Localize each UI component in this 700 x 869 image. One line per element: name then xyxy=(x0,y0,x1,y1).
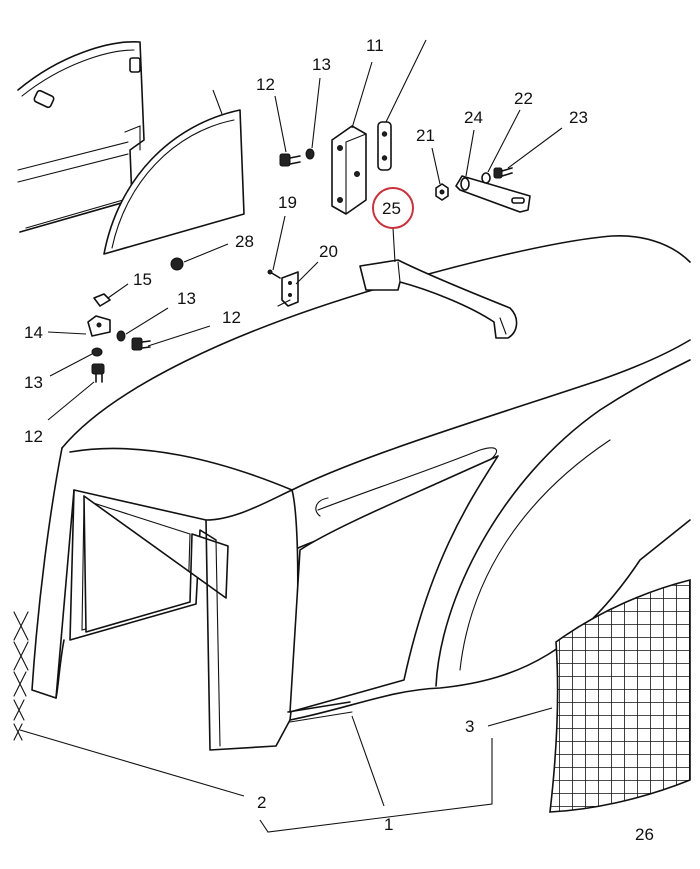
label-21: 21 xyxy=(416,126,435,145)
label-25: 25 xyxy=(382,199,401,218)
label-12-low: 12 xyxy=(24,427,43,446)
bolt-12-top xyxy=(279,153,301,167)
hinge-20 xyxy=(277,271,299,307)
side-window-panel xyxy=(103,109,245,255)
washer-13-low xyxy=(91,347,103,357)
latch-14 xyxy=(87,315,111,337)
label-26: 26 xyxy=(635,825,654,844)
label-22: 22 xyxy=(514,89,533,108)
screw-23 xyxy=(493,167,513,179)
cab-roof xyxy=(31,235,691,751)
plug-28 xyxy=(170,257,184,271)
bracket-11 xyxy=(331,125,367,215)
bolt-12-low xyxy=(91,363,105,383)
label-11: 11 xyxy=(366,36,384,55)
label-2: 2 xyxy=(257,793,266,812)
label-14: 14 xyxy=(24,323,43,342)
washer-13-mid xyxy=(116,330,126,342)
bolt-12-mid xyxy=(131,337,151,351)
label-13-low: 13 xyxy=(24,373,43,392)
label-20: 20 xyxy=(319,242,338,261)
washer-22 xyxy=(481,172,491,184)
label-15: 15 xyxy=(133,270,152,289)
leader-lines xyxy=(19,39,563,833)
label-28: 28 xyxy=(235,232,254,251)
screw-19 xyxy=(267,269,281,279)
highlight-circle-25 xyxy=(372,187,414,229)
label-1: 1 xyxy=(384,815,393,834)
label-12-mid: 12 xyxy=(222,308,241,327)
bracket-24 xyxy=(455,175,531,213)
clip-15 xyxy=(93,293,111,307)
left-grille-fragment xyxy=(13,611,29,741)
nut-21 xyxy=(435,183,449,201)
label-3: 3 xyxy=(465,717,474,736)
part-labels: 11 12 13 21 24 22 23 25 19 20 28 15 13 1… xyxy=(24,36,654,844)
label-23: 23 xyxy=(569,108,588,127)
label-12-top: 12 xyxy=(256,75,275,94)
label-19: 19 xyxy=(278,193,297,212)
label-13-top: 13 xyxy=(312,55,331,74)
link-plate xyxy=(377,121,392,171)
label-13-mid: 13 xyxy=(177,289,196,308)
washer-13-top xyxy=(305,148,315,160)
door-panel xyxy=(17,41,145,233)
label-24: 24 xyxy=(464,108,483,127)
grille-mesh xyxy=(549,578,691,813)
door-hinge xyxy=(129,57,141,73)
door-latch xyxy=(33,89,55,109)
grab-handle xyxy=(359,259,518,339)
